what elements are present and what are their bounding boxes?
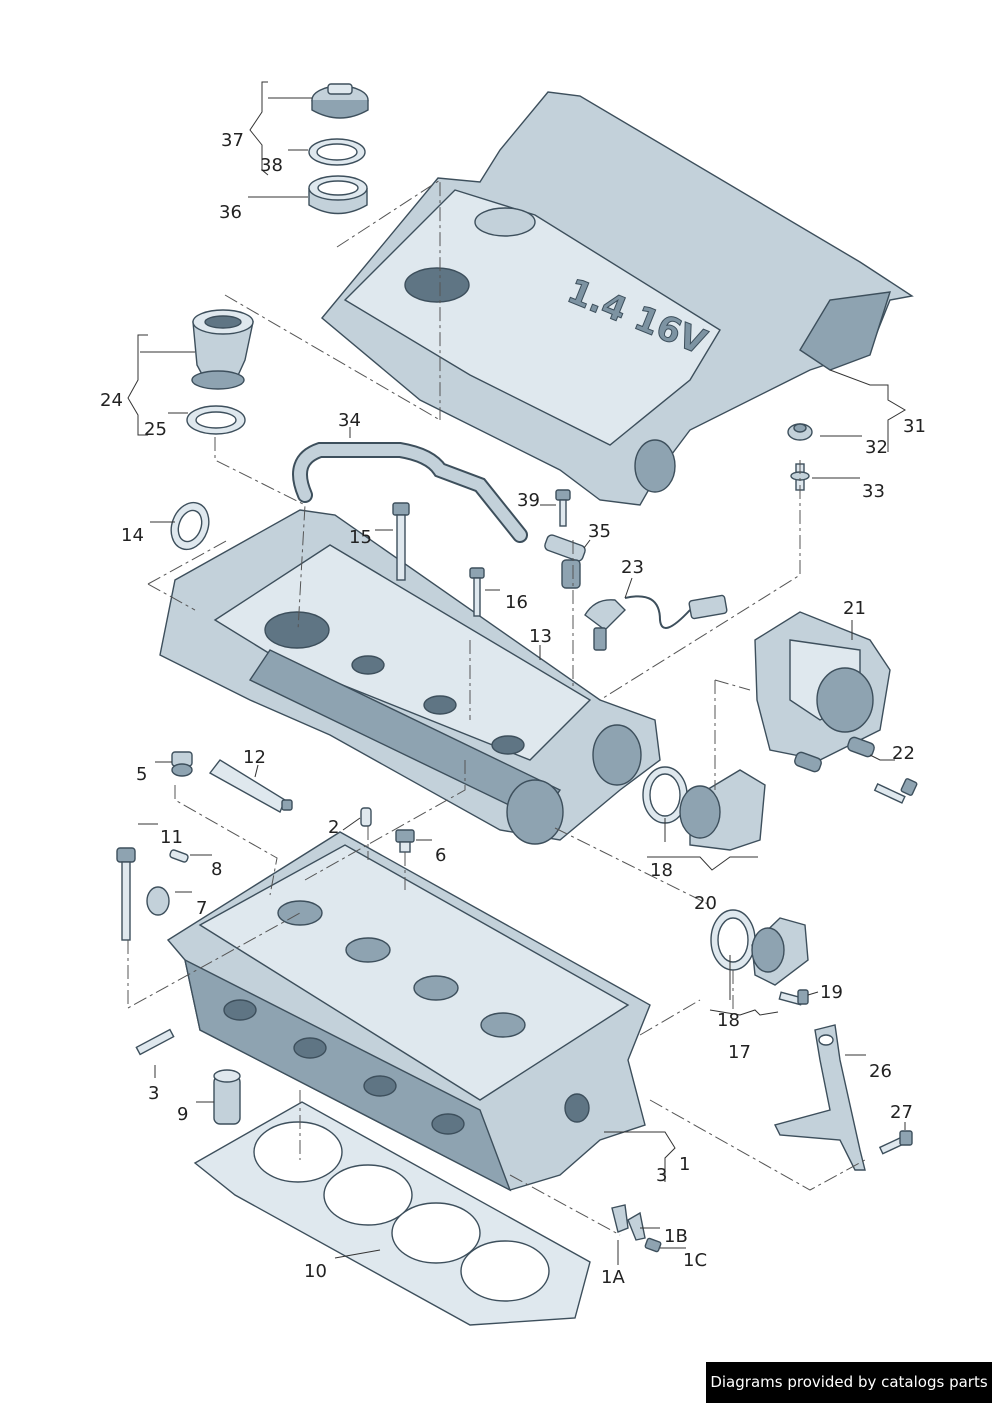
callout-31: 31 — [903, 416, 926, 437]
clip-1a — [611, 1204, 629, 1233]
callout-2: 2 — [328, 817, 339, 838]
callout-3-right: 3 — [656, 1165, 667, 1186]
pcv-valve — [544, 534, 586, 589]
callout-1: 1 — [679, 1154, 690, 1175]
callout-5: 5 — [136, 764, 147, 785]
callout-38: 38 — [260, 155, 283, 176]
callout-7: 7 — [196, 898, 207, 919]
callout-6: 6 — [435, 845, 446, 866]
coolant-flange-lower — [710, 909, 809, 986]
callout-37: 37 — [221, 130, 244, 151]
bracket-26 — [773, 1024, 866, 1171]
bolt-19 — [778, 989, 809, 1006]
coolant-flange-upper — [642, 766, 766, 851]
assembly-lines — [127, 179, 866, 1236]
grommet-32 — [787, 423, 813, 441]
callout-18-upper: 18 — [650, 860, 673, 881]
bolt-15 — [392, 502, 410, 581]
callout-1a: 1A — [601, 1267, 625, 1288]
bolt-39 — [555, 489, 571, 527]
breather-o-ring — [186, 405, 246, 435]
callout-23: 23 — [621, 557, 644, 578]
callout-14: 14 — [121, 525, 144, 546]
breather-housing — [191, 309, 254, 390]
filler-neck-insert — [308, 175, 368, 215]
callout-11: 11 — [160, 827, 183, 848]
callout-26: 26 — [869, 1061, 892, 1082]
callout-36: 36 — [219, 202, 242, 223]
head-bolt-11 — [116, 847, 136, 941]
callout-17: 17 — [728, 1042, 751, 1063]
callout-13: 13 — [529, 626, 552, 647]
breather-hose — [292, 442, 528, 543]
cylinder-head — [166, 831, 651, 1192]
callout-3-left: 3 — [148, 1083, 159, 1104]
callout-1b: 1B — [664, 1226, 688, 1247]
vacuum-pump — [754, 611, 891, 773]
callout-22: 22 — [892, 743, 915, 764]
callout-33: 33 — [862, 481, 885, 502]
seal-14 — [170, 501, 210, 551]
callout-labels: 37 38 36 24 25 34 39 35 14 15 23 16 21 1… — [100, 130, 926, 1288]
cylinder-head-gasket — [193, 1101, 591, 1326]
engine-cover: 1.4 16V — [321, 91, 914, 506]
callout-19: 19 — [820, 982, 843, 1003]
dowel-2 — [360, 807, 372, 827]
callout-8: 8 — [211, 859, 222, 880]
bolt-22 — [873, 778, 918, 804]
bolt-16 — [469, 567, 485, 617]
callout-1c: 1C — [683, 1250, 707, 1271]
callout-34: 34 — [338, 410, 361, 431]
callout-9: 9 — [177, 1104, 188, 1125]
stud-3 — [135, 1028, 175, 1056]
camshaft-housing — [159, 509, 661, 845]
bolt-1c — [644, 1237, 662, 1253]
leader-lines — [127, 81, 906, 1265]
callout-27: 27 — [890, 1102, 913, 1123]
callout-32: 32 — [865, 437, 888, 458]
sealant-tube-12 — [208, 759, 293, 813]
callout-20: 20 — [694, 893, 717, 914]
plug-7 — [146, 886, 170, 916]
callout-15: 15 — [349, 527, 372, 548]
plug-6 — [395, 829, 415, 853]
callout-10: 10 — [304, 1261, 327, 1282]
callout-16: 16 — [505, 592, 528, 613]
clip-1b — [627, 1211, 646, 1241]
oil-filler-cap — [311, 83, 369, 119]
callout-18-lower: 18 — [717, 1010, 740, 1031]
plug-5 — [171, 751, 193, 777]
cap-seal-ring — [308, 138, 366, 166]
callout-39: 39 — [517, 490, 540, 511]
callout-12: 12 — [243, 747, 266, 768]
callout-24: 24 — [100, 390, 123, 411]
callout-25: 25 — [144, 419, 167, 440]
bolt-27 — [878, 1130, 913, 1155]
callout-21: 21 — [843, 598, 866, 619]
callout-35: 35 — [588, 521, 611, 542]
credit-banner[interactable]: Diagrams provided by catalogs parts — [706, 1362, 992, 1403]
pin-8 — [169, 849, 189, 863]
camshaft-sensor — [584, 594, 728, 651]
valve-lifter-9 — [213, 1069, 241, 1125]
